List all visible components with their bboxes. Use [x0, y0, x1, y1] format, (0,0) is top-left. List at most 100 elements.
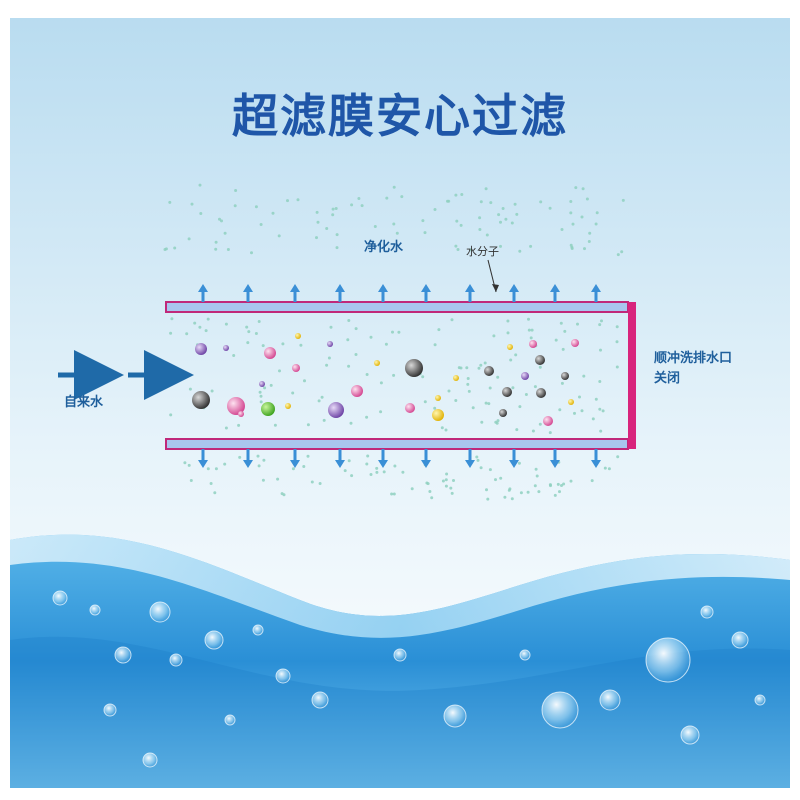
- water-molecule-dot: [607, 467, 611, 471]
- water-molecule-dot: [494, 478, 497, 482]
- purified-water-label: 净化水: [364, 240, 404, 255]
- water-molecule-dot: [499, 476, 503, 480]
- water-molecule-dot: [263, 386, 267, 390]
- water-molecule-dot: [360, 204, 364, 208]
- bubble: [700, 605, 714, 619]
- water-molecule-dot: [499, 220, 502, 224]
- arrow-up-head: [509, 284, 519, 292]
- water-molecule-dot: [198, 325, 202, 329]
- water-molecule-dot: [485, 233, 489, 237]
- water-molecule-dot: [401, 470, 405, 474]
- water-molecule-dot: [467, 389, 471, 393]
- water-molecule-dot: [259, 400, 263, 404]
- bubble: [224, 714, 236, 726]
- water-molecule-dot: [299, 343, 303, 347]
- water-molecule-dot: [587, 240, 591, 243]
- water-molecule-dot: [514, 353, 518, 357]
- water-molecule-dot: [375, 470, 379, 474]
- water-molecule-dot: [518, 249, 522, 253]
- water-molecule-dot: [164, 247, 168, 251]
- bubble: [142, 752, 158, 768]
- water-molecule-dot: [357, 197, 361, 200]
- water-molecule-dot: [558, 490, 561, 494]
- arrow-down-head: [290, 460, 300, 468]
- lower-membrane: [165, 438, 629, 450]
- water-molecule-dot: [347, 364, 351, 368]
- water-molecule-dot: [590, 479, 594, 483]
- water-molecule-dot: [615, 340, 619, 344]
- water-molecule-dot: [479, 466, 483, 470]
- water-molecule-dot: [563, 329, 567, 333]
- water-molecule-dot: [421, 219, 425, 223]
- water-molecule-dot: [410, 487, 414, 491]
- water-molecule-dot: [291, 391, 295, 395]
- impurity-particle: [405, 359, 423, 377]
- arrow-up-head: [591, 284, 601, 292]
- water-molecule-dot: [507, 488, 511, 492]
- water-molecule-dot: [529, 244, 533, 248]
- water-molecule-dot: [501, 207, 505, 210]
- water-molecule-dot: [515, 212, 519, 216]
- water-molecule-dot: [392, 492, 396, 496]
- water-molecule-dot: [569, 479, 573, 483]
- water-molecule-dot: [581, 187, 585, 191]
- water-molecule-dot: [204, 329, 208, 333]
- water-molecule-dot: [187, 237, 191, 241]
- water-molecule-dot: [548, 206, 552, 210]
- water-molecule-dot: [488, 386, 492, 390]
- water-molecule-dot: [273, 423, 277, 427]
- water-molecule-dot: [365, 462, 369, 466]
- water-molecule-dot: [570, 247, 574, 250]
- bubble: [645, 637, 691, 683]
- water-molecule-dot: [393, 464, 397, 468]
- water-molecule-dot: [511, 386, 515, 390]
- water-molecule-dot: [327, 356, 331, 360]
- impurity-particle: [432, 409, 444, 421]
- water-molecule-dot: [578, 395, 581, 399]
- water-molecule-dot: [193, 321, 197, 325]
- water-molecule-dot: [492, 334, 496, 338]
- permeate-arrows: [198, 284, 601, 468]
- water-molecule-dot: [379, 381, 383, 385]
- water-molecule-dot: [553, 493, 557, 497]
- water-molecule-dot: [560, 484, 563, 487]
- water-molecule-dot: [562, 482, 566, 486]
- water-molecule-dot: [302, 465, 306, 468]
- water-molecule-dot: [334, 207, 338, 210]
- water-molecule-dot: [306, 423, 310, 427]
- water-molecule-dot: [529, 336, 533, 340]
- water-molecule-dot: [220, 219, 223, 223]
- impurity-particle: [227, 397, 245, 415]
- water-molecule-dot: [286, 199, 289, 203]
- water-molecule-dot: [484, 401, 488, 405]
- water-molecule-dot: [428, 490, 432, 493]
- water-molecule-dot: [454, 399, 458, 402]
- water-molecule-dot: [535, 474, 539, 478]
- water-molecule-dot: [190, 202, 194, 206]
- water-molecule-dot: [449, 486, 453, 490]
- water-molecule-dot: [214, 240, 218, 244]
- water-molecule-dot: [325, 227, 329, 230]
- water-molecule-dot: [246, 341, 250, 345]
- water-molecule-dot: [454, 193, 458, 197]
- water-molecule-dot: [588, 231, 592, 235]
- water-molecule-dot: [232, 354, 236, 357]
- water-molecule-dot: [538, 422, 542, 426]
- water-molecule-dot: [459, 223, 463, 227]
- water-molecule-dot: [527, 328, 531, 332]
- bubble: [541, 691, 579, 729]
- flush-outlet-status-label: 关闭: [654, 371, 681, 386]
- water-molecule-dot: [382, 470, 386, 474]
- arrow-down-head: [509, 460, 519, 468]
- impurity-particle: [264, 347, 276, 359]
- impurity-particle: [285, 403, 291, 409]
- water-molecule-dot: [223, 462, 227, 466]
- arrow-down-head: [378, 460, 388, 468]
- arrow-down-head: [591, 460, 601, 468]
- water-molecule-dot: [277, 234, 281, 238]
- water-molecule-dot: [601, 409, 605, 413]
- arrow-up-head: [243, 284, 253, 292]
- bubble: [311, 691, 329, 709]
- water-molecule-dot: [533, 484, 537, 488]
- water-molecule-dot: [257, 464, 261, 468]
